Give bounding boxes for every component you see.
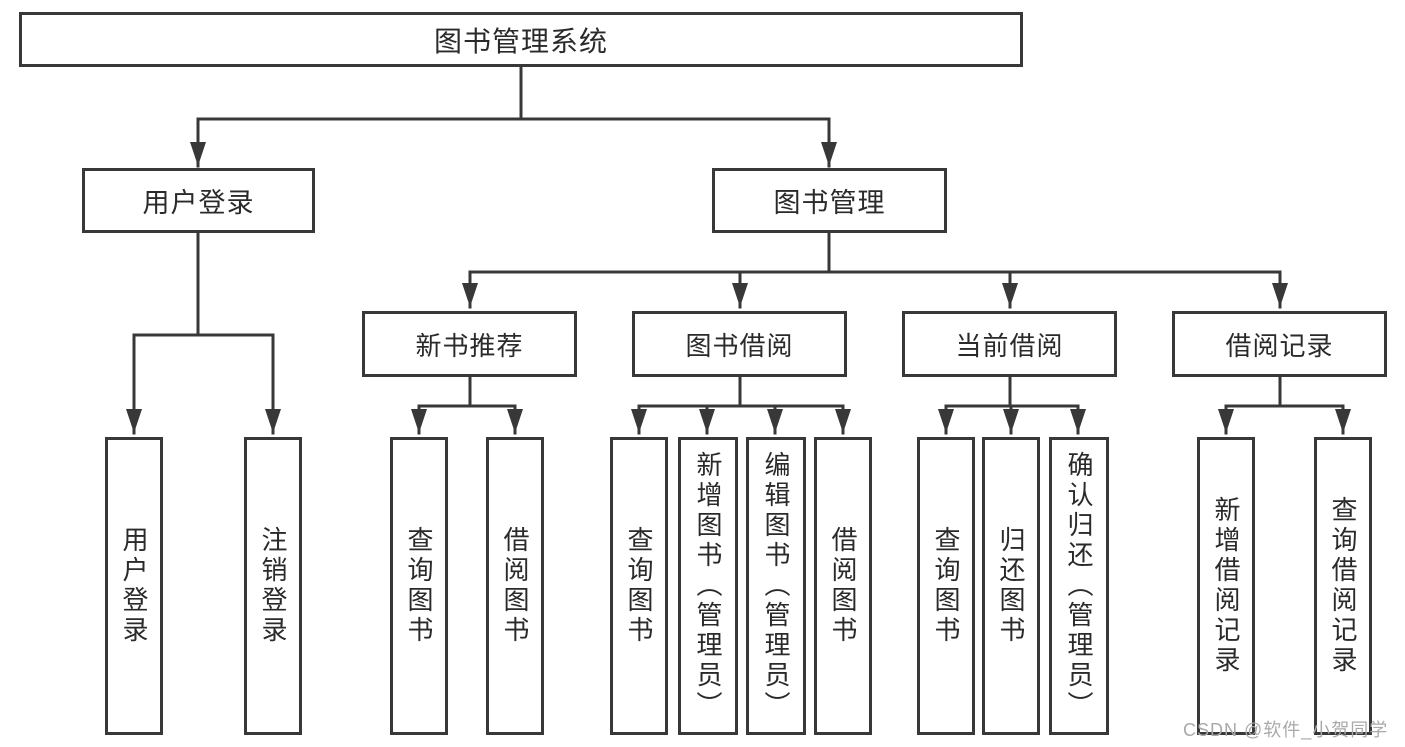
leaf-query-books-current: 查询图书	[917, 437, 975, 735]
node-root-label: 图书管理系统	[433, 25, 608, 57]
leaf-user-login: 用户登录	[105, 437, 163, 735]
leaf-query-borrow-record: 查询借阅记录	[1314, 437, 1372, 735]
node-book-borrowing-label: 图书借阅	[685, 330, 794, 361]
leaf-query-books-current-label: 查询图书	[931, 526, 961, 646]
leaf-query-books-recommend-label: 查询图书	[404, 526, 434, 646]
node-borrowing-records-label: 借阅记录	[1225, 330, 1334, 361]
leaf-query-books-borrowing: 查询图书	[610, 437, 668, 735]
leaf-confirm-return-admin-label: 确认归还（管理员）	[1064, 451, 1094, 721]
leaf-return-books-label: 归还图书	[996, 526, 1026, 646]
node-root: 图书管理系统	[19, 12, 1023, 67]
leaf-edit-books-admin: 编辑图书（管理员）	[746, 437, 806, 735]
node-current-borrowing: 当前借阅	[902, 311, 1117, 377]
node-book-borrowing: 图书借阅	[632, 311, 847, 377]
leaf-borrow-books-borrowing-label: 借阅图书	[828, 526, 858, 646]
node-new-book-recommend-label: 新书推荐	[415, 330, 524, 361]
leaf-logout-label: 注销登录	[258, 526, 288, 646]
node-new-book-recommend: 新书推荐	[362, 311, 577, 377]
leaf-user-login-label: 用户登录	[119, 526, 149, 646]
leaf-confirm-return-admin: 确认归还（管理员）	[1049, 437, 1109, 735]
node-current-borrowing-label: 当前借阅	[955, 330, 1064, 361]
leaf-borrow-books-borrowing: 借阅图书	[814, 437, 872, 735]
leaf-borrow-books-recommend: 借阅图书	[486, 437, 544, 735]
leaf-add-books-admin-label: 新增图书（管理员）	[693, 451, 723, 721]
leaf-add-borrow-record: 新增借阅记录	[1197, 437, 1255, 735]
leaf-query-books-borrowing-label: 查询图书	[624, 526, 654, 646]
node-book-management-label: 图书管理	[773, 188, 886, 218]
leaf-edit-books-admin-label: 编辑图书（管理员）	[761, 451, 791, 721]
leaf-add-books-admin: 新增图书（管理员）	[678, 437, 738, 735]
node-user-login: 用户登录	[82, 168, 315, 233]
leaf-query-books-recommend: 查询图书	[390, 437, 448, 735]
leaf-query-borrow-record-label: 查询借阅记录	[1328, 496, 1358, 676]
node-borrowing-records: 借阅记录	[1172, 311, 1387, 377]
leaf-add-borrow-record-label: 新增借阅记录	[1211, 496, 1241, 676]
leaf-borrow-books-recommend-label: 借阅图书	[500, 526, 530, 646]
leaf-return-books: 归还图书	[982, 437, 1040, 735]
csdn-watermark: CSDN @软件_小贺同学	[1183, 720, 1389, 740]
node-book-management: 图书管理	[712, 168, 947, 233]
leaf-logout: 注销登录	[244, 437, 302, 735]
node-user-login-label: 用户登录	[142, 188, 255, 218]
